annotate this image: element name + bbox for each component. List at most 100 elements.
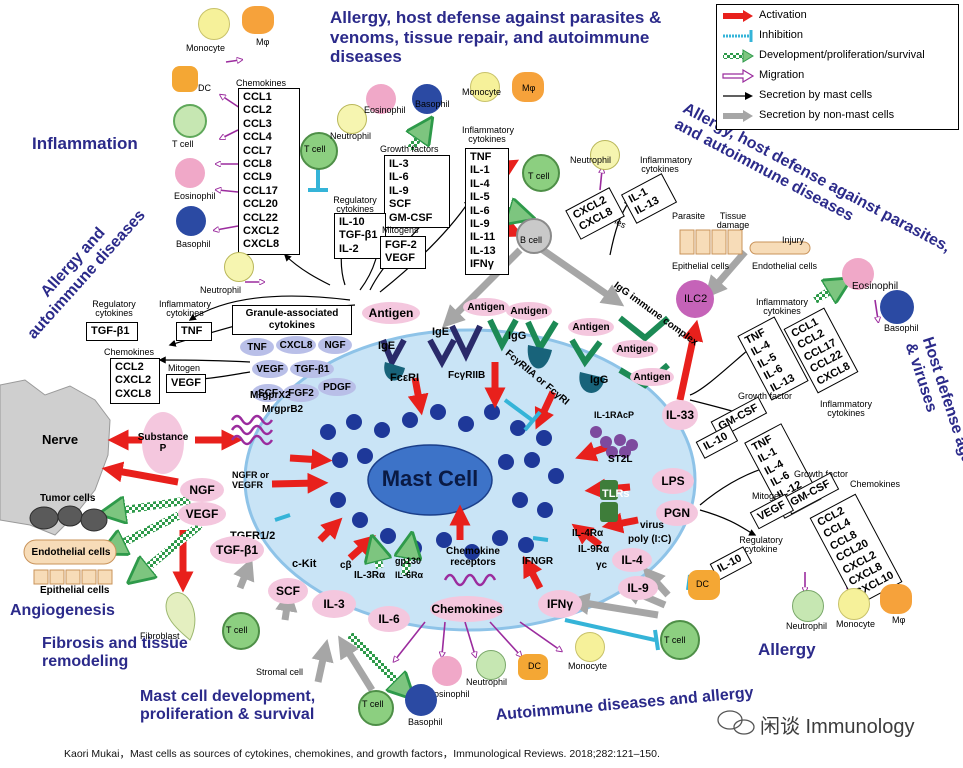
fibroblast-shape	[165, 592, 196, 641]
il4ra-label: IL-4Rα	[572, 528, 604, 539]
lps-label: LPS	[652, 468, 694, 494]
monocyte-label: Monocyte	[186, 43, 226, 53]
box-item: IL-2	[339, 242, 359, 255]
left-mitogen-box: VEGF	[166, 374, 206, 394]
legend-inhibition: Inhibition	[723, 29, 804, 42]
antigen-label: Antigen	[630, 368, 674, 386]
epithelial-row	[33, 569, 113, 585]
t-cell-label: T cell	[362, 699, 384, 709]
tumor-cells	[29, 505, 108, 532]
gp130-label: gp130	[395, 556, 422, 566]
polyic-label: poly (I:C)	[628, 534, 672, 545]
inflammatory-top-title: Inflammatory cytokines	[462, 125, 515, 145]
t-cell	[358, 690, 394, 726]
box-item: GM-CSF	[389, 211, 433, 224]
granule-item: TNF	[240, 338, 274, 356]
ifng-label: IFNγ	[538, 590, 582, 618]
box-item: CXCL2	[243, 225, 280, 238]
left-inflammatory-title: Inflammatory cytokines	[158, 299, 211, 319]
box-item: IL-11	[470, 231, 496, 244]
dc-label: DC	[696, 579, 709, 589]
neutrophil-cell	[792, 590, 824, 622]
box-item: CCL8	[243, 158, 272, 171]
right-growth-1-title: Growth factor	[738, 391, 793, 401]
macrophage-label: Mφ	[892, 615, 906, 625]
right-regulatory-2-title: Regulatory cytokine	[739, 535, 783, 555]
epithelial-cells-label: Epithelial cells	[40, 585, 110, 596]
header-inflammation: Inflammation	[32, 134, 138, 153]
antigen-label: Antigen	[463, 298, 509, 316]
t-cell-label: T cell	[664, 635, 686, 645]
box-item: IL-9	[470, 218, 490, 231]
ckit-label: c-Kit	[292, 558, 317, 570]
box-item: IL-6	[389, 171, 409, 184]
chemokines-label: Chemokines	[430, 596, 504, 622]
mast-cell-nucleus	[367, 444, 493, 516]
eosinophil-cell	[175, 158, 205, 188]
box-item: TNF	[470, 151, 492, 163]
eosinophil-label: Eosinophil	[852, 281, 899, 292]
box-item: CCL2	[115, 361, 144, 373]
box-item: IL-4	[470, 177, 490, 190]
mast-cell-title: Mast Cell	[381, 466, 479, 491]
dc-cell	[172, 66, 198, 92]
box-item: CCL4	[243, 131, 272, 144]
box-item: CCL3	[243, 117, 272, 130]
left-inflammatory-box: TNF	[176, 322, 212, 342]
granule-item: SCF	[252, 384, 284, 402]
granule-item: VEGF	[252, 360, 288, 378]
dc-label: DC	[528, 661, 541, 671]
box-item: CCL9	[243, 171, 272, 184]
legend-activation: Activation	[721, 9, 807, 26]
il33-label: IL-33	[662, 400, 698, 430]
antigen-label: Antigen	[362, 302, 420, 324]
ifngr-label: IFNGR	[522, 556, 554, 567]
fibroblast-label: Fibroblast	[140, 631, 180, 641]
granule-item: NGF	[318, 336, 352, 354]
box-item: TNF	[181, 325, 203, 337]
tlrs-label: TLRs	[602, 488, 630, 500]
basophil-cell	[405, 684, 437, 716]
st2l-label: ST2L	[608, 454, 633, 465]
mrgpr-receptor	[230, 414, 274, 446]
mrgprx2-label: MrgprX2	[250, 390, 291, 401]
t-cell	[522, 154, 560, 192]
chemokines-left-title: Chemokines	[236, 78, 287, 88]
legend-migration: Migration	[721, 68, 804, 86]
basophil-label: Basophil	[884, 323, 919, 333]
monocyte-label: Monocyte	[568, 661, 608, 671]
basophil-cell	[176, 206, 206, 236]
il9ra-label: IL-9Rα	[578, 544, 610, 555]
neutrophil-cell	[337, 104, 367, 134]
t-cell-label: T cell	[528, 171, 550, 181]
neutrophil-label: Neutrophil	[330, 131, 372, 141]
neutrophil-cell	[476, 650, 506, 680]
box-item: IL-5	[470, 191, 490, 204]
mrgprb2-label: MrgprB2	[262, 404, 304, 415]
granule-item: FGF2	[283, 384, 319, 402]
box-item: IL-1	[470, 164, 490, 177]
box-item: IL-13	[470, 244, 496, 257]
box-item: CCL7	[243, 144, 272, 157]
neutrophil-label: Neutrophil	[466, 677, 508, 687]
header-angiogenesis: Angiogenesis	[10, 602, 115, 619]
tlr-receptor-2	[600, 502, 618, 522]
header-fibrosis: Fibrosis and tissue remodeling	[42, 635, 188, 671]
tissue-damage-label: Tissue damage	[716, 211, 750, 231]
scf-label: SCF	[268, 578, 308, 604]
inflammatory-mid-title: Inflammatory cytokines	[640, 155, 693, 175]
t-cell	[222, 612, 260, 650]
right-chemokines-2-title: Chemokines	[850, 479, 901, 489]
header-development: Mast cell development, proliferation & s…	[140, 688, 316, 724]
antigen-label: Antigen	[568, 318, 614, 336]
t-cell-label: T cell	[304, 144, 326, 154]
ige-label: IgE	[378, 340, 396, 352]
il3ra-label: IL-3Rα	[354, 570, 386, 581]
igg-label: IgG	[508, 330, 527, 342]
right-inflammatory-2-title: Inflammatory cytokines	[819, 399, 872, 419]
ngf-label: NGF	[180, 478, 224, 502]
